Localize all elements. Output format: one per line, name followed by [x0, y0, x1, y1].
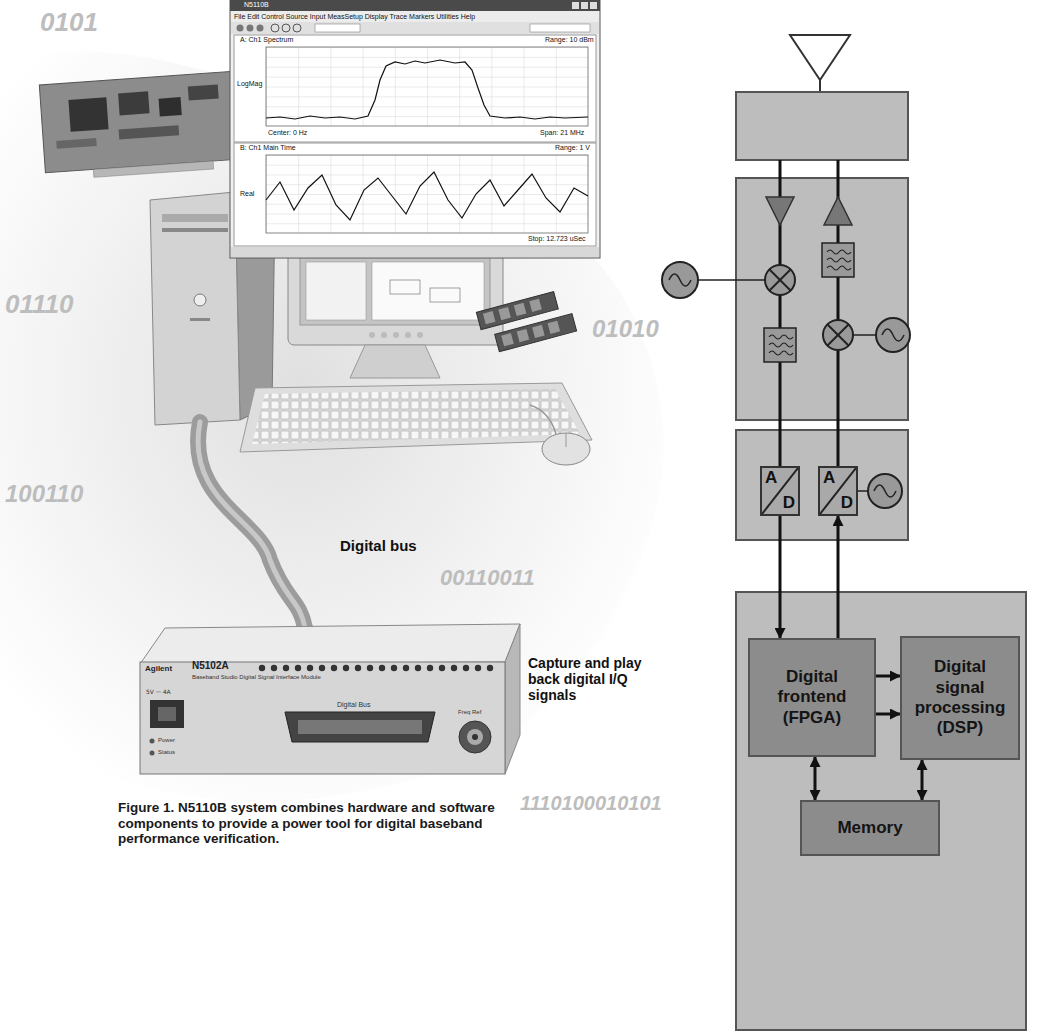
plot-footer: Span: 21 MHz	[540, 129, 584, 137]
signal-arrow	[876, 713, 900, 716]
binary-watermark: 1110100010101	[520, 792, 662, 815]
binary-watermark: 01110	[5, 290, 73, 320]
memory-box: Memory	[800, 800, 940, 856]
model-label: N5102A	[192, 660, 229, 672]
adc-symbol: AD	[760, 466, 800, 516]
product-label: Baseband Studio Digital Signal Interface…	[192, 674, 321, 681]
adc-letter: D	[841, 494, 853, 513]
led-label: Power	[158, 737, 175, 744]
plot-range: Range: 10 dBm	[545, 36, 594, 44]
memory-sticks	[476, 289, 576, 355]
signal-arrow	[837, 516, 840, 638]
binary-watermark: 00110011	[440, 565, 535, 590]
node-label: Digital signal processing (DSP)	[908, 657, 1012, 739]
adc-symbol: AD	[818, 466, 858, 516]
signal-arrow	[779, 516, 782, 638]
block-diagram	[662, 35, 1026, 1030]
binary-watermark: 100110	[5, 480, 83, 508]
node-label: Digital frontend (FPGA)	[756, 667, 868, 728]
signal-arrow	[814, 757, 817, 800]
axis-label: Real	[240, 190, 254, 198]
adc-letter: A	[823, 469, 835, 488]
signal-arrow	[921, 760, 924, 800]
mouse	[530, 405, 590, 465]
led-label: Status	[158, 749, 175, 756]
window-title: N5110B	[244, 1, 269, 9]
bus-label: Digital bus	[340, 537, 417, 554]
callout-text: Capture and play back digital I/Q signal…	[528, 655, 663, 703]
node-label: Memory	[837, 818, 902, 838]
signal-arrow	[876, 675, 900, 678]
plot-range: Range: 1 V	[555, 144, 590, 152]
connector-label: Freq Ref	[458, 709, 481, 716]
pci-card	[39, 61, 249, 181]
dsp-box: Digital signal processing (DSP)	[900, 636, 1020, 760]
background-swirl	[0, 51, 664, 801]
binary-watermark: 0101	[40, 8, 98, 38]
figure-caption: Figure 1. N5110B system combines hardwar…	[118, 800, 518, 847]
menu-bar: File Edit Control Source Input MeasSetup…	[234, 13, 475, 21]
plot-title: B: Ch1 Main Time	[240, 144, 296, 152]
connector-label: Digital Bus	[337, 701, 370, 709]
adc-letter: A	[765, 469, 777, 488]
interface-module	[140, 624, 520, 774]
fpga-box: Digital frontend (FPGA)	[748, 638, 876, 757]
digital-bus-cable	[198, 422, 305, 628]
axis-label: LogMag	[237, 80, 262, 88]
plot-title: A: Ch1 Spectrum	[240, 36, 293, 44]
plot-footer: Stop: 12.723 uSec	[528, 235, 586, 243]
power-rating: 5V ⎓ 4A	[146, 689, 171, 696]
plot-footer: Center: 0 Hz	[268, 129, 307, 137]
adc-letter: D	[783, 494, 795, 513]
binary-watermark: 01010	[592, 315, 659, 343]
software-screenshot	[230, 0, 600, 258]
keyboard	[240, 383, 592, 452]
brand-label: Agilent	[145, 664, 172, 673]
